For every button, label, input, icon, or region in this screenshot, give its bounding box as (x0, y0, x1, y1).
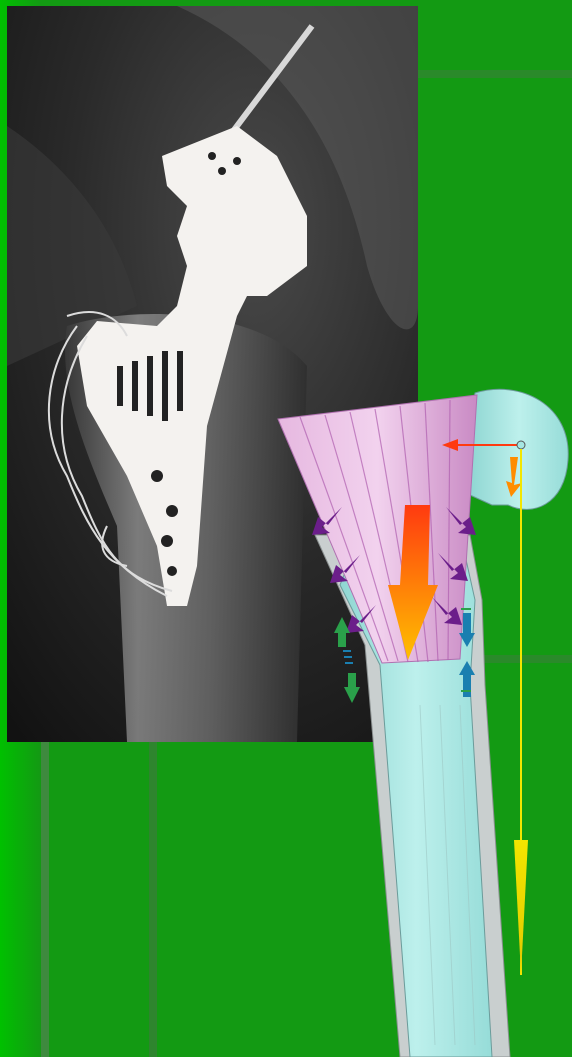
accent-bar-vertical-1 (41, 742, 49, 1057)
gravity-line-arrow (514, 449, 528, 975)
accent-bar-top (418, 70, 572, 78)
femur-muscle-force-diagram (270, 385, 572, 1057)
accent-bar-vertical-2 (149, 742, 157, 1057)
femoral-head (470, 389, 568, 509)
